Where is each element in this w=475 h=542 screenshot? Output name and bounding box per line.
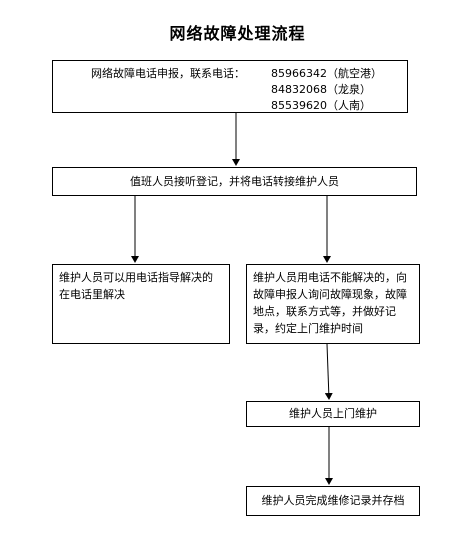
report-label: 网络故障电话申报，联系电话： xyxy=(91,67,245,80)
phone-rennan: 85539620（人南） xyxy=(271,99,371,112)
phone-guide-step-box: 维护人员可以用电话指导解决的在电话里解决 xyxy=(52,264,230,344)
phone-hangkonggang: 85966342（航空港） xyxy=(271,67,382,80)
phone-longquan: 84832068（龙泉） xyxy=(271,83,371,96)
duty-step-box: 值班人员接听登记，并将电话转接维护人员 xyxy=(52,167,417,196)
on-site-info-step-box: 维护人员用电话不能解决的，向故障申报人询问故障现象，故障地点，联系方式等，并做好… xyxy=(246,264,420,344)
arrow-on-site-info-to-on-site xyxy=(324,343,333,400)
record-step-box: 维护人员完成维修记录并存档 xyxy=(246,486,420,516)
on-site-step-box: 维护人员上门维护 xyxy=(246,401,420,427)
page-title: 网络故障处理流程 xyxy=(169,24,306,43)
report-step-box: 网络故障电话申报，联系电话： 85966342（航空港） 84832068（龙泉… xyxy=(52,60,408,113)
